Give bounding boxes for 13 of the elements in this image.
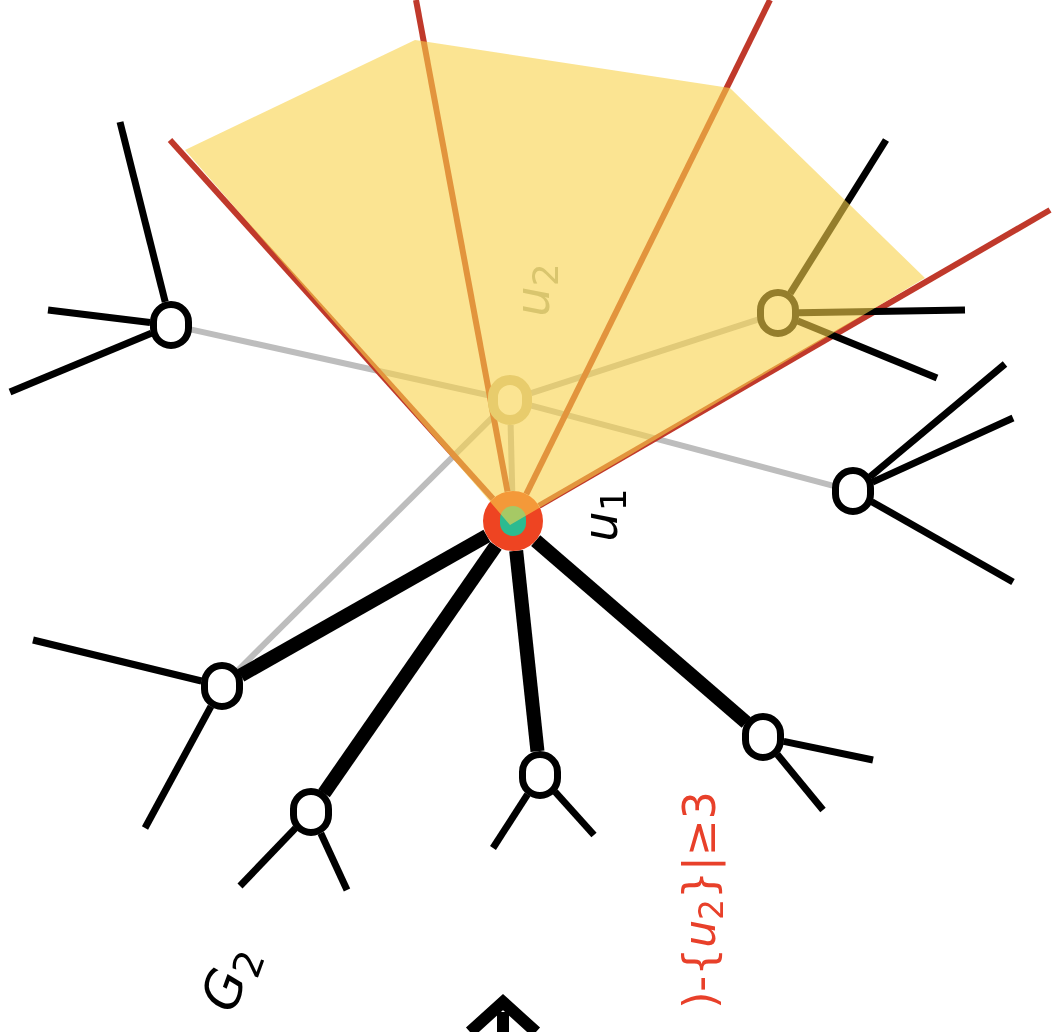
edge-line — [190, 326, 490, 399]
edge-line — [507, 424, 516, 492]
edge-line — [413, 0, 511, 493]
edge-line — [798, 306, 966, 317]
edge-line — [782, 737, 874, 764]
edge-line — [523, 0, 773, 496]
highlighted-vertex — [483, 491, 543, 551]
edge-line — [116, 121, 169, 303]
edge-line — [537, 207, 1052, 509]
edge-line — [47, 306, 151, 326]
thick-edge — [509, 550, 545, 752]
edge-line — [167, 138, 496, 501]
edge-line — [32, 636, 203, 685]
